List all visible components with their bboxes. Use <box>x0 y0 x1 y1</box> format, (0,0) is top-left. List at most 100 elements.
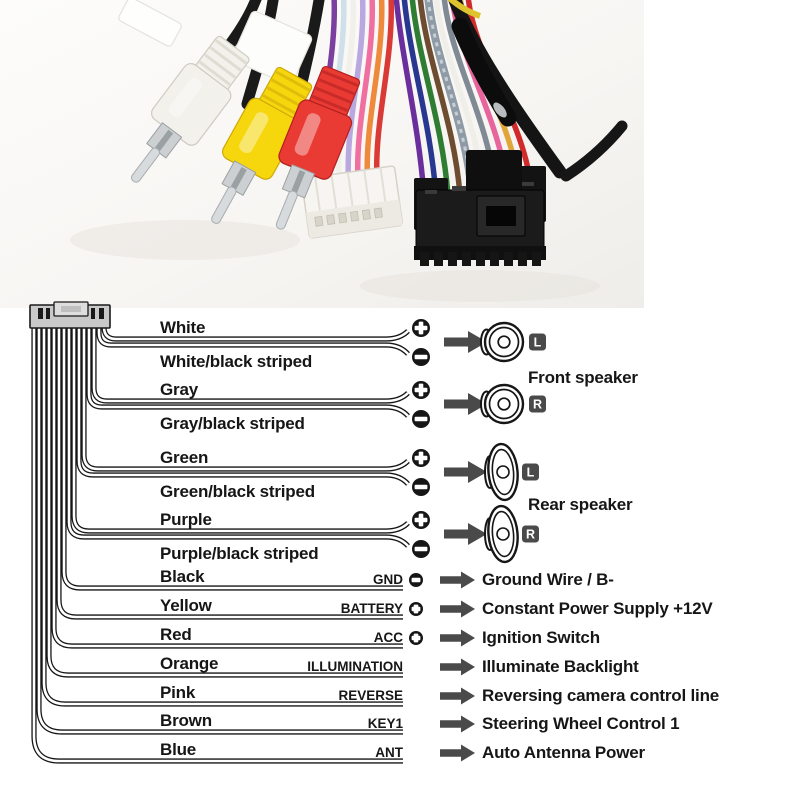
quadlock-wire <box>401 0 439 196</box>
wire-label-pink: Pink <box>160 683 196 702</box>
wire-label-brown: Brown <box>160 711 212 730</box>
wire-label-blue: Blue <box>160 740 196 759</box>
polarity-minus-icon-bar <box>414 546 428 552</box>
speaker-icon-rear-left-ring <box>491 448 515 496</box>
wire-green-black-striped-core <box>77 326 409 485</box>
iso-wire <box>354 0 376 181</box>
quadlock-highlight <box>522 182 534 186</box>
iso-pin <box>326 214 336 226</box>
arrow-icon <box>440 658 475 676</box>
pin-code-acc: ACC <box>374 630 403 645</box>
pin-code-key1: KEY1 <box>368 716 404 731</box>
speaker-icon-rear-right-dustcap <box>496 527 510 541</box>
quadlock-tooth <box>504 252 513 266</box>
quadlock-tooth <box>420 252 429 266</box>
wire-label-purple: Purple <box>160 510 212 529</box>
wire-red-core <box>52 326 403 648</box>
rear-speaker-group-label: Rear speaker <box>528 495 633 514</box>
yellow-rca-plug-highlight <box>239 112 269 154</box>
wire-green-core <box>82 326 409 471</box>
wire-label-black: Black <box>160 567 205 586</box>
wire-label-gray: Gray <box>160 380 199 399</box>
label-flag <box>231 10 313 86</box>
wire-blue-core <box>32 326 403 763</box>
speaker-side-badge <box>529 333 546 351</box>
polarity-plus-icon-bar <box>413 633 419 643</box>
iso-pin <box>349 210 360 222</box>
speaker-side-letter: R <box>526 528 535 542</box>
metal-ring <box>493 102 507 118</box>
wire-gray-black-striped-core <box>87 326 409 417</box>
function-label-pink: Reversing camera control line <box>482 686 719 705</box>
red-rca-plug-rib <box>318 78 355 96</box>
wire-pink-core <box>42 326 403 706</box>
polarity-minus-icon-bar <box>414 354 428 360</box>
yellow-rca-plug-rib <box>266 86 302 108</box>
photo-shapes <box>118 0 628 266</box>
wire-white <box>101 326 410 342</box>
speaker-side-badge <box>522 525 539 543</box>
function-label-blue: Auto Antenna Power <box>482 743 646 762</box>
function-label-brown: Steering Wheel Control 1 <box>482 714 679 733</box>
yellow-rca-plug-shield-slot <box>230 167 247 190</box>
iso-rib <box>314 176 321 211</box>
speaker-side-letter: L <box>527 466 535 480</box>
yellow-rca-plug-rib <box>262 94 297 116</box>
wire-label-white-black-striped: White/black striped <box>160 352 312 371</box>
iso-rib <box>379 167 387 202</box>
speaker-icon-rear-left-dustcap <box>496 465 510 479</box>
red-rca-plug-shield-slot <box>291 170 306 193</box>
iso-rib <box>363 169 370 204</box>
arrow-icon <box>440 715 475 733</box>
wire-label-orange: Orange <box>160 654 218 673</box>
yellow-rca-plug-rib <box>270 78 306 100</box>
white-rca-plug-rib <box>198 60 231 86</box>
pin-code-reverse: REVERSE <box>338 688 403 703</box>
speaker-side-badge <box>529 395 546 413</box>
red-rca-plug-rib <box>315 86 352 104</box>
iso-pin <box>338 212 348 224</box>
quadlock-highlight <box>425 190 437 194</box>
function-label-yellow: Constant Power Supply +12V <box>482 599 713 618</box>
quadlock-tooth <box>518 252 527 266</box>
arrow-icon <box>440 600 475 618</box>
quadlock-top-latch <box>466 150 522 196</box>
speaker-icon-front-left-dustcap <box>497 335 511 349</box>
wire-gray-core <box>92 326 409 403</box>
speaker-side-badge <box>522 463 539 481</box>
arrow-icon <box>444 331 487 353</box>
polarity-plus-icon-bar <box>418 383 424 397</box>
wire-label-green: Green <box>160 448 208 467</box>
wire-orange-core <box>47 326 403 677</box>
iso-pin <box>361 209 371 221</box>
speaker-icon-front-right-dustcap <box>497 397 511 411</box>
wire-white-black-striped-core <box>97 326 409 355</box>
quadlock-tooth <box>448 252 457 266</box>
yellow-rca-plug-pin <box>211 186 237 224</box>
wire-yellow-core <box>57 326 403 619</box>
speaker-icon-front-left-ring <box>488 326 520 358</box>
quadlock-wire <box>417 0 463 196</box>
polarity-minus-icon-bar <box>414 484 428 490</box>
speaker-icon-rear-right-ring <box>491 510 515 558</box>
white-rca-plug-rib <box>214 39 248 65</box>
harness-photo <box>0 0 644 308</box>
white-rca-plug-pin <box>130 147 161 183</box>
quadlock-wire <box>409 0 451 196</box>
white-rca-plug-highlight <box>168 78 202 117</box>
yellow-rca-plug-rib <box>275 70 311 92</box>
iso-connector-white <box>300 165 404 239</box>
red-rca-plug <box>275 65 361 230</box>
photo-shadow <box>70 220 300 260</box>
white-rca-plug-rib <box>209 46 242 72</box>
polarity-minus-icon-bar <box>414 416 428 422</box>
wire-white-core <box>102 326 409 341</box>
quadlock-latch-slot <box>486 206 516 226</box>
speaker-side-letter: L <box>534 336 542 350</box>
polarity-plus-icon-bar <box>418 513 424 527</box>
pin-code-gnd: GND <box>373 572 403 587</box>
polarity-plus-icon-bar <box>413 604 419 614</box>
harness-connector-slot <box>38 308 43 319</box>
